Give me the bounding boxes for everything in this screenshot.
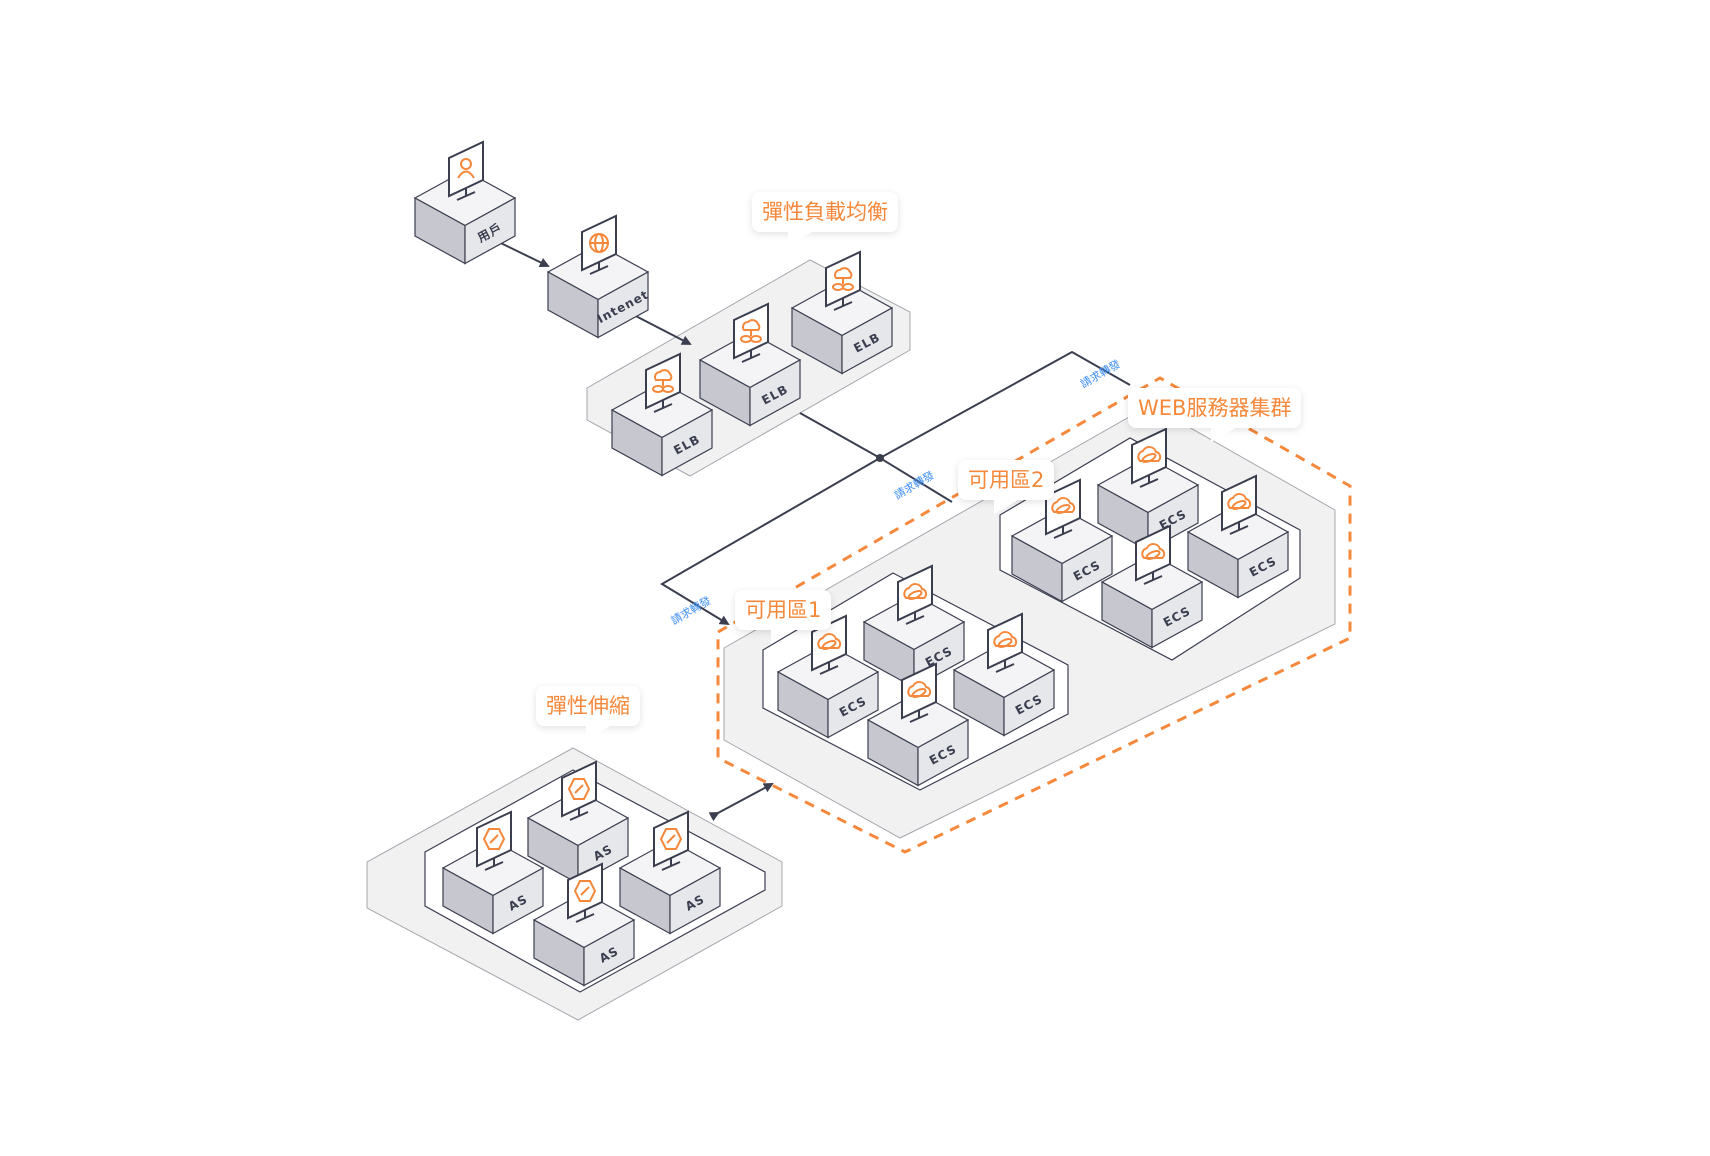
node-ecs-zone1-4[interactable]: ECS	[952, 612, 1056, 737]
edge-elb-web-cluster	[799, 350, 1131, 460]
nodes-layer: 用戶IntenetELBELBELBECSECSECSECSECSECSECSE…	[413, 140, 1290, 987]
cloud-server-icon	[901, 662, 937, 723]
auto-scaling-icon	[561, 760, 597, 821]
node-elb-3[interactable]: ELB	[790, 250, 894, 375]
auto-scaling-icon	[476, 810, 512, 871]
node-elb-2[interactable]: ELB	[698, 302, 802, 427]
cloud-server-icon	[1135, 524, 1171, 585]
node-as-3[interactable]: AS	[532, 862, 636, 987]
cloud-server-icon	[1045, 478, 1081, 539]
node-elb-1[interactable]: ELB	[610, 352, 714, 477]
node-ecs-zone1-1[interactable]: ECS	[776, 614, 880, 739]
node-ecs-zone1-3[interactable]: ECS	[866, 662, 970, 787]
load-balancer-icon	[733, 302, 769, 363]
node-as-1[interactable]: AS	[441, 810, 545, 935]
globe-icon	[581, 214, 617, 275]
cloud-server-icon	[1221, 474, 1257, 535]
edge-label-web-cluster: 請求轉發	[1078, 357, 1123, 391]
node-ecs-zone2-4[interactable]: ECS	[1186, 474, 1290, 599]
node-ecs-zone2-1[interactable]: ECS	[1010, 478, 1114, 603]
as-group-callout: 彈性伸縮	[536, 686, 640, 740]
edge-elb-zone1	[660, 457, 881, 626]
user-icon	[448, 140, 484, 201]
load-balancer-icon	[645, 352, 681, 413]
elb-group-callout: 彈性負載均衡	[752, 192, 898, 246]
cloud-server-icon	[987, 612, 1023, 673]
cloud-server-icon	[1131, 427, 1167, 488]
edge-elb-zone2	[879, 457, 953, 503]
zone1-callout: 可用區1	[735, 590, 832, 644]
edge-as-web-cluster	[708, 783, 774, 822]
cloud-server-icon	[897, 564, 933, 625]
edge-label-zone2: 請求轉發	[891, 468, 936, 502]
auto-scaling-icon	[567, 862, 603, 923]
zone2-callout: 可用區2	[958, 460, 1055, 514]
node-internet[interactable]: Intenet	[546, 214, 651, 339]
load-balancer-icon	[825, 250, 861, 311]
web-cluster-callout: WEB服務器集群	[1128, 388, 1302, 442]
auto-scaling-icon	[653, 810, 689, 871]
node-as-4[interactable]: AS	[618, 810, 722, 935]
node-as-2[interactable]: AS	[526, 760, 630, 885]
node-ecs-zone2-3[interactable]: ECS	[1100, 524, 1204, 649]
junction-dot	[876, 454, 884, 462]
node-user[interactable]: 用戶	[413, 140, 517, 265]
